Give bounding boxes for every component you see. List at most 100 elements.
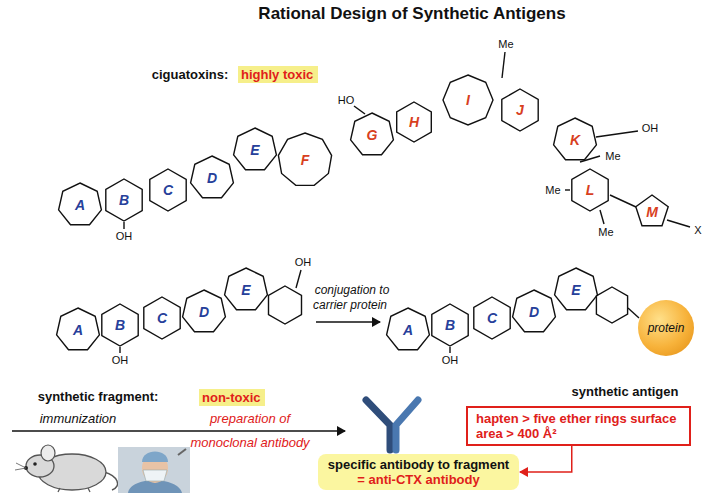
atom-label: Me <box>545 184 560 197</box>
ring-letter: F <box>301 152 310 168</box>
antibody-symbol <box>366 400 418 450</box>
mouse-eye <box>33 462 37 466</box>
ring-letter: A <box>403 322 413 338</box>
ether-ring <box>636 195 668 226</box>
node-text: highly toxic <box>241 67 315 82</box>
bond <box>123 222 124 229</box>
ether-ring <box>387 308 430 350</box>
arrow-label: monoclonal antibody <box>190 436 309 451</box>
ring-letter: C <box>163 182 173 198</box>
ring-letter: D <box>529 304 539 320</box>
bond <box>667 220 690 227</box>
reaction-arrow <box>316 321 380 323</box>
highlight-tag: highly toxic <box>238 66 318 83</box>
ring-letter: C <box>487 310 497 326</box>
ether-ring <box>278 133 331 185</box>
doctor-photo <box>118 447 190 493</box>
note-box: hapten > five ether rings surface area >… <box>466 406 691 446</box>
ring-letter: B <box>115 317 125 333</box>
mouse-whisker <box>16 463 26 468</box>
ether-ring <box>351 113 394 155</box>
ether-ring <box>555 268 598 310</box>
ether-ring <box>269 286 302 324</box>
ring-letter: K <box>570 132 580 148</box>
highlight-tag: non-toxic <box>199 389 265 406</box>
mouse-whisker <box>15 468 26 470</box>
arrow-label: carrier protein <box>313 299 387 313</box>
bond <box>596 131 638 137</box>
group-label: ciguatoxins: <box>152 68 229 83</box>
node-text: = anti-CTX antibody <box>327 472 510 487</box>
node-text: non-toxic <box>202 390 262 405</box>
atom-label: OH <box>642 122 659 135</box>
arrow-label: preparation of <box>210 412 290 427</box>
atom-label: Me <box>598 226 613 239</box>
mouse-drawing <box>15 445 118 492</box>
node-text: specific antibody to fragment <box>327 457 510 472</box>
ring-letter: B <box>445 317 455 333</box>
syringe <box>178 449 186 455</box>
ether-ring <box>234 128 277 170</box>
ether-ring <box>397 102 432 142</box>
atom-label: X <box>694 224 701 237</box>
title: Rational Design of Synthetic Antigens <box>258 4 565 24</box>
ring-letter: I <box>466 92 470 108</box>
ring-letter: C <box>157 310 167 326</box>
mouse-foot <box>58 488 60 492</box>
ring-letter: H <box>409 114 419 130</box>
atom-label: HO <box>338 94 355 107</box>
bond <box>628 308 639 318</box>
group-label: synthetic fragment: <box>38 390 159 405</box>
photo-ground <box>118 447 190 493</box>
bond <box>502 52 505 78</box>
ring-letter: A <box>75 197 85 213</box>
process-arrow <box>12 430 345 432</box>
group-label: synthetic antigen <box>572 385 679 400</box>
ring-letter: D <box>199 304 209 320</box>
bond <box>610 195 636 207</box>
bond <box>600 210 604 224</box>
ring-letter: L <box>586 182 595 198</box>
atom-label: OH <box>116 230 133 243</box>
ring-letter: E <box>250 142 259 158</box>
bond-lines <box>120 52 690 353</box>
ether-ring <box>596 287 627 323</box>
arrow-label: immunization <box>40 412 117 427</box>
arrow-label: conjugation to <box>315 284 390 298</box>
ether-ring <box>57 308 100 350</box>
atom-label: OH <box>295 256 312 269</box>
connector-arrow <box>520 446 572 472</box>
ether-ring <box>102 304 138 346</box>
mask <box>143 470 167 481</box>
atom-label: Me <box>498 38 513 51</box>
ring-letter: B <box>119 192 129 208</box>
mouse-ear <box>41 445 55 461</box>
ring-letter: J <box>516 102 524 118</box>
bond <box>565 189 570 190</box>
ether-ring <box>106 179 142 221</box>
ether-ring <box>183 290 226 332</box>
bond <box>580 156 600 162</box>
ether-ring <box>443 75 493 125</box>
result-box: specific antibody to fragment= anti-CTX … <box>318 454 519 490</box>
bond <box>449 347 450 353</box>
atom-label: Me <box>605 150 620 163</box>
ether-ring <box>225 268 268 310</box>
ether-ring <box>502 89 538 131</box>
ring-letter: D <box>207 170 217 186</box>
ring-letter: E <box>241 282 250 298</box>
ether-ring <box>513 290 556 332</box>
ether-ring <box>572 169 608 211</box>
ring-letter: M <box>646 204 658 220</box>
ether-ring <box>59 183 102 225</box>
ether-ring <box>150 169 186 211</box>
atom-label: OH <box>442 354 459 367</box>
node-text: protein <box>648 321 685 335</box>
ether-ring <box>432 304 468 346</box>
protein-circle: protein <box>638 300 694 356</box>
ether-ring <box>191 156 234 198</box>
ring-letter: G <box>367 127 378 143</box>
ether-ring <box>554 118 597 160</box>
node-text: hapten > five ether rings surface area >… <box>476 411 681 441</box>
